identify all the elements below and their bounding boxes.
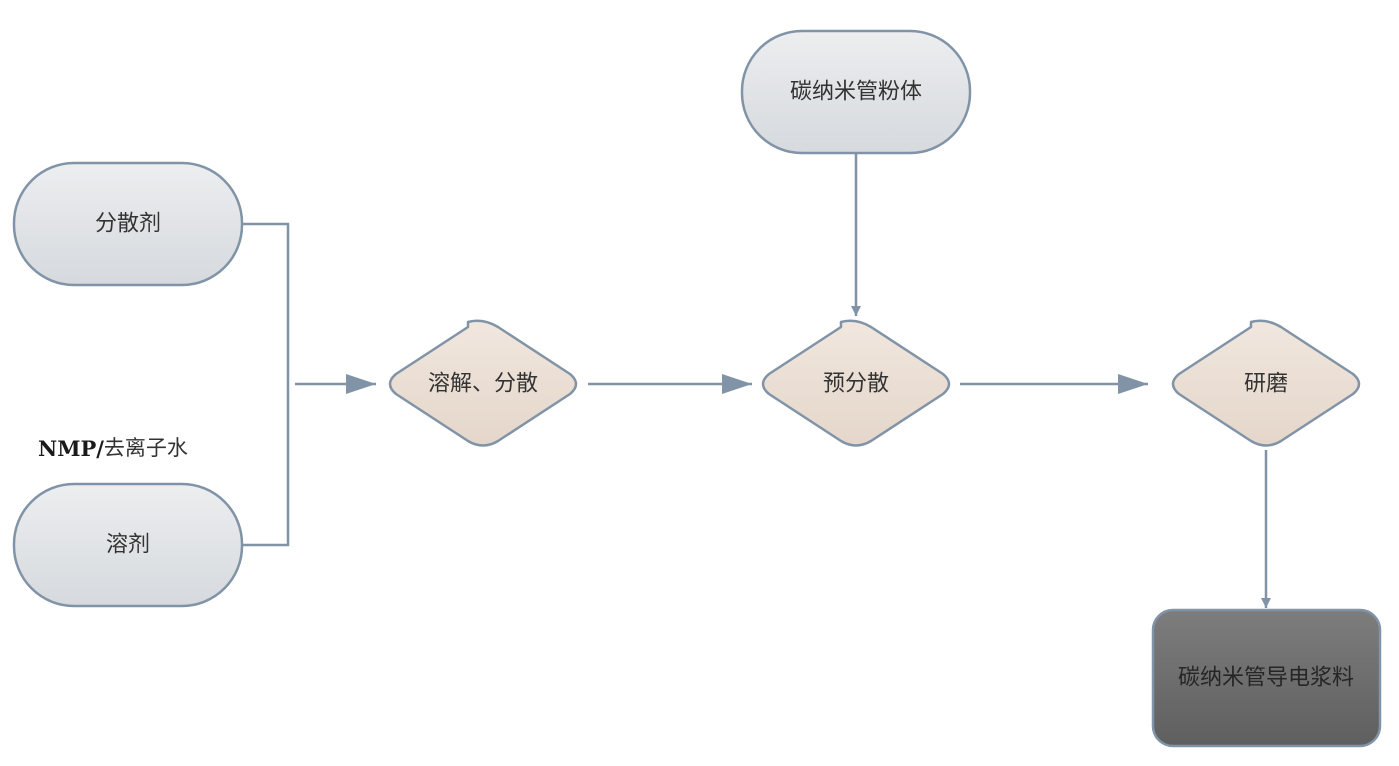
- node-dissolve-disperse: 溶解、分散: [388, 319, 578, 447]
- node-grinding: 研磨: [1171, 319, 1361, 447]
- node-cnt-powder: 碳纳米管粉体: [740, 29, 972, 155]
- node-dispersant-label: 分散剂: [95, 212, 161, 237]
- solvent-note-bold: NMP/: [38, 436, 104, 461]
- node-pre-disperse: 预分散: [761, 319, 951, 447]
- node-pre-disperse-label: 预分散: [823, 372, 889, 397]
- node-solvent-label: 溶剂: [106, 533, 150, 558]
- edge-dispersant-to-bracket: [243, 222, 290, 547]
- solvent-note-normal: 去离子水: [104, 436, 188, 460]
- node-solvent: 溶剂: [12, 482, 244, 608]
- node-dispersant: 分散剂: [12, 161, 244, 287]
- node-cnt-powder-label: 碳纳米管粉体: [790, 80, 922, 105]
- solvent-note: NMP/去离子水: [38, 436, 188, 461]
- connectors: [243, 153, 1271, 608]
- node-cnt-paste: 碳纳米管导电浆料: [1151, 608, 1382, 748]
- node-cnt-paste-label: 碳纳米管导电浆料: [1178, 666, 1354, 691]
- node-dissolve-disperse-label: 溶解、分散: [428, 372, 538, 397]
- node-grinding-label: 研磨: [1244, 372, 1288, 397]
